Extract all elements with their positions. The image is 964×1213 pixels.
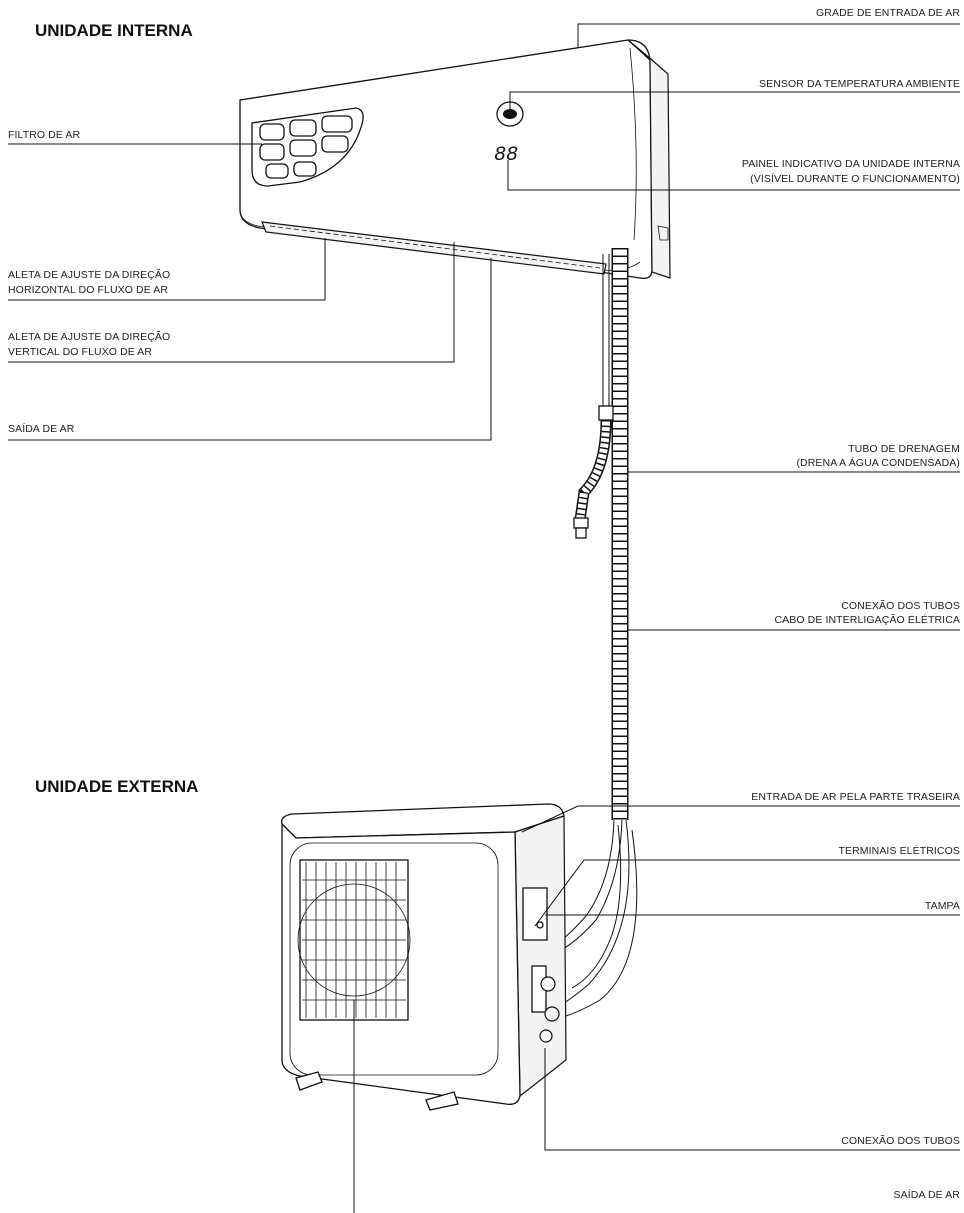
outdoor-unit-heading: UNIDADE EXTERNA <box>35 777 198 796</box>
label-cabo-interligacao: CABO DE INTERLIGAÇÃO ELÉTRICA <box>774 613 960 626</box>
label-saida-ar-externa: SAÍDA DE AR <box>894 1188 961 1201</box>
label-conexao-tubos-externa: CONEXÃO DOS TUBOS <box>841 1134 960 1147</box>
air-filter-grille <box>251 107 364 187</box>
drain-tube <box>573 254 614 539</box>
label-saida-ar-interna: SAÍDA DE AR <box>8 422 75 435</box>
label-aleta-vertical-line1: ALETA DE AJUSTE DA DIREÇÃO <box>8 330 170 343</box>
indoor-unit: 88 <box>239 39 671 279</box>
label-entrada-traseira: ENTRADA DE AR PELA PARTE TRASEIRA <box>751 791 960 803</box>
indoor-unit-heading: UNIDADE INTERNA <box>35 21 193 40</box>
fan-grille <box>297 859 411 1021</box>
air-outlet-louver <box>261 221 607 275</box>
label-terminais-eletricos: TERMINAIS ELÉTRICOS <box>838 844 960 857</box>
label-grade-entrada: GRADE DE ENTRADA DE AR <box>816 7 960 19</box>
label-aleta-horizontal-line2: HORIZONTAL DO FLUXO DE AR <box>8 284 168 296</box>
leader-lines <box>8 23 960 1213</box>
label-filtro-ar: FILTRO DE AR <box>8 129 80 141</box>
label-painel-line1: PAINEL INDICATIVO DA UNIDADE INTERNA <box>742 158 960 170</box>
label-painel-line2: (VISÍVEL DURANTE O FUNCIONAMENTO) <box>750 172 960 185</box>
label-drenagem-line2: (DRENA A ÁGUA CONDENSADA) <box>796 456 960 469</box>
pipe-bundle <box>535 248 638 1019</box>
outdoor-unit <box>281 803 567 1111</box>
label-aleta-horizontal-line1: ALETA DE AJUSTE DA DIREÇÃO <box>8 268 170 281</box>
indicator-display: 88 <box>494 144 518 167</box>
label-tampa: TAMPA <box>925 900 960 912</box>
label-drenagem-line1: TUBO DE DRENAGEM <box>848 443 960 455</box>
label-sensor-temperatura: SENSOR DA TEMPERATURA AMBIENTE <box>759 78 960 90</box>
label-aleta-vertical-line2: VERTICAL DO FLUXO DE AR <box>8 346 152 358</box>
terminal-cover <box>522 887 548 941</box>
label-conexao-tubos-line1: CONEXÃO DOS TUBOS <box>841 599 960 612</box>
service-valves <box>531 965 560 1043</box>
